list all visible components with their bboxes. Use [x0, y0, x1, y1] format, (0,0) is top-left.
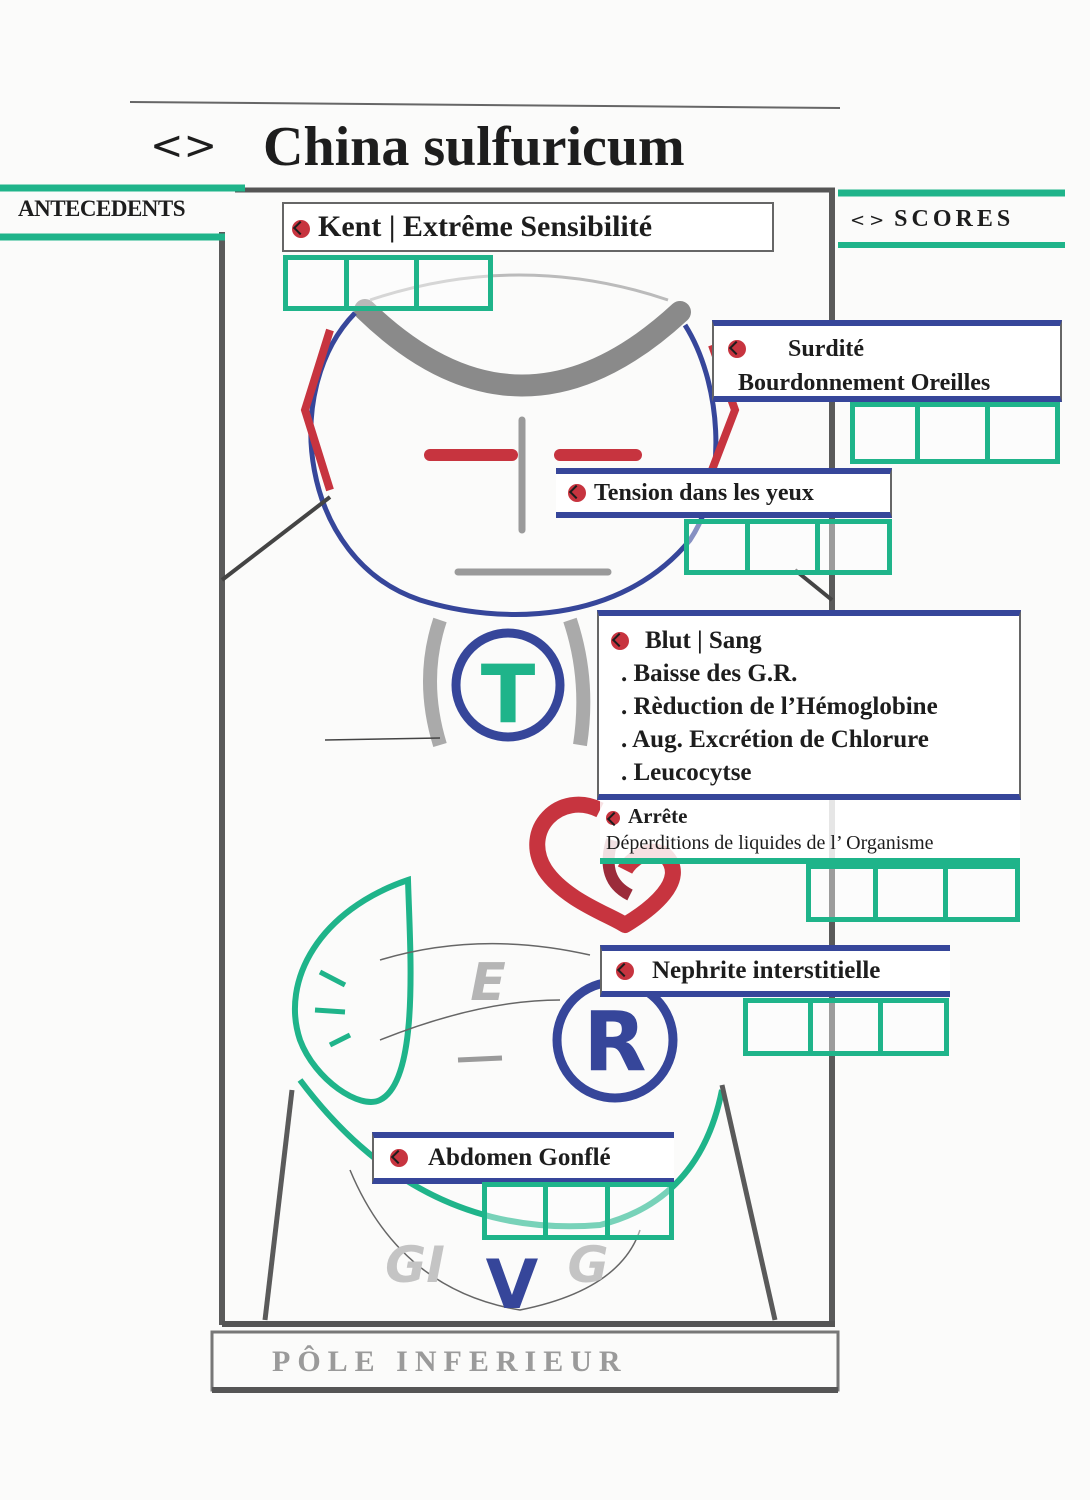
scores-header: <>SCORES — [850, 204, 1060, 236]
tension-text: Tension dans les yeux — [594, 480, 814, 506]
thyroid-letter: T — [481, 648, 536, 741]
score-grid-tension — [684, 519, 892, 575]
score-cell[interactable] — [743, 998, 813, 1056]
score-cell[interactable] — [820, 519, 892, 575]
head-drawing — [220, 273, 834, 617]
eye-marker-icon — [292, 220, 310, 238]
score-grid-nephrite — [743, 998, 949, 1056]
label-surdite: Surdité Bourdonnement Oreilles — [712, 320, 1062, 402]
surdite-text: Surdité — [788, 336, 865, 362]
title-name: China sulfuricum — [263, 116, 685, 178]
title-symbol: <> — [150, 123, 218, 169]
title-top-rule — [129, 101, 841, 109]
score-grid-abdomen — [482, 1182, 674, 1240]
score-cell[interactable] — [813, 998, 883, 1056]
score-cell[interactable] — [283, 255, 349, 311]
label-abdomen: Abdomen Gonflé — [372, 1132, 674, 1184]
score-cell[interactable] — [610, 1182, 674, 1240]
score-cell[interactable] — [806, 864, 878, 922]
score-grid-arrete — [806, 864, 1020, 922]
label-blut: Blut | Sang . Baisse des G.R. . Rèductio… — [597, 610, 1021, 800]
eye-marker-icon — [606, 811, 620, 825]
score-cell[interactable] — [920, 402, 990, 464]
pole-text: PÔLE INFERIEUR — [272, 1345, 628, 1378]
label-kent: Kent | Extrême Sensibilité — [282, 202, 774, 252]
score-cell[interactable] — [419, 255, 493, 311]
blut-item: . Baisse des G.R. — [621, 660, 798, 687]
label-tension: Tension dans les yeux — [556, 468, 892, 518]
eye-marker-icon — [728, 340, 746, 358]
score-cell[interactable] — [482, 1182, 548, 1240]
score-cell[interactable] — [948, 864, 1020, 922]
nephrite-text: Nephrite interstitielle — [652, 957, 881, 984]
intestine-letters: GI — [385, 1236, 445, 1294]
score-cell[interactable] — [548, 1182, 610, 1240]
eye-marker-icon — [616, 962, 634, 980]
score-cell[interactable] — [750, 519, 820, 575]
bourdonnement-text: Bourdonnement Oreilles — [738, 370, 991, 396]
label-nephrite: Nephrite interstitielle — [600, 945, 950, 997]
blut-item: . Leucocytse — [621, 759, 752, 786]
score-grid-kent — [283, 255, 493, 311]
bladder-letter: V — [486, 1246, 539, 1325]
score-cell[interactable] — [883, 998, 949, 1056]
arrete-text: Arrête — [628, 804, 688, 828]
antecedents-label: ANTECEDENTS — [18, 196, 186, 221]
abdomen-text: Abdomen Gonflé — [428, 1144, 611, 1171]
deperdition-text: Déperditions de liquides de l’ Organisme — [606, 832, 934, 854]
header-bars — [0, 184, 1065, 248]
label-arrete: Arrête Déperditions de liquides de l’ Or… — [600, 800, 1020, 864]
eye-marker-icon — [568, 484, 586, 502]
scores-label: SCORES — [894, 206, 1015, 232]
eye-marker-icon — [611, 632, 629, 650]
blut-text: Blut | Sang — [645, 627, 762, 654]
antecedents-header: ANTECEDENTS — [18, 194, 233, 226]
blut-item: . Aug. Excrétion de Chlorure — [621, 726, 929, 753]
page-title: <> China sulfuricum — [150, 112, 850, 180]
scores-symbol: <> — [850, 210, 889, 231]
score-cell[interactable] — [349, 255, 419, 311]
kidney-letter: R — [583, 995, 646, 1090]
neck-drawing — [324, 617, 591, 748]
score-grid-surdite — [850, 402, 1060, 464]
score-cell[interactable] — [878, 864, 948, 922]
score-cell[interactable] — [990, 402, 1060, 464]
stomach-letter: E — [470, 953, 506, 1013]
pole-inferieur-label: PÔLE INFERIEUR — [230, 1340, 830, 1384]
score-cell[interactable] — [850, 402, 920, 464]
blut-item: . Rèduction de l’Hémoglobine — [621, 693, 938, 720]
score-cell[interactable] — [684, 519, 750, 575]
eye-marker-icon — [390, 1149, 408, 1167]
genital-letter: G — [567, 1236, 608, 1294]
kent-text: Kent | Extrême Sensibilité — [318, 210, 653, 243]
